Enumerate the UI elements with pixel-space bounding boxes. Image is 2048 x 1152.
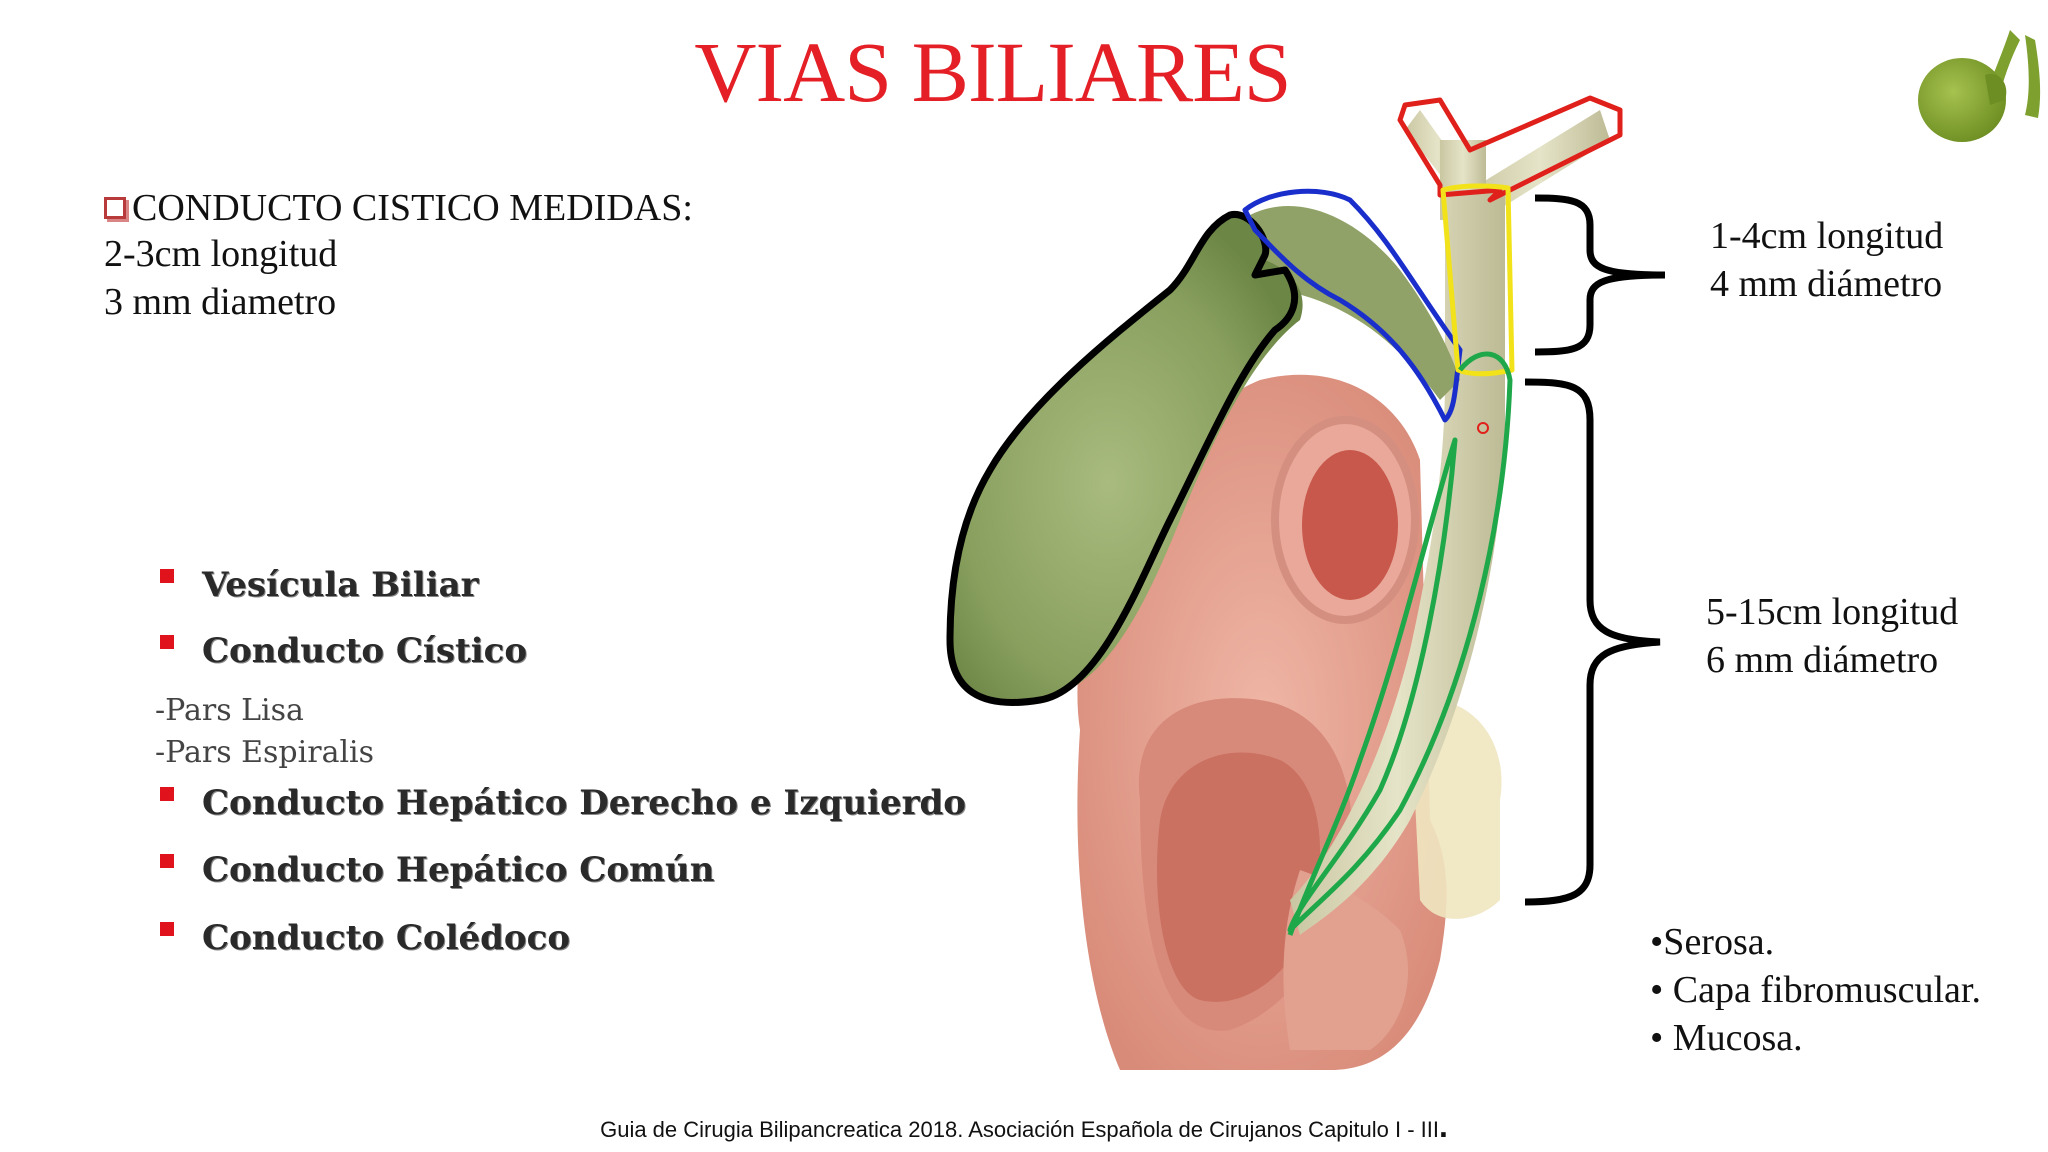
square-bullet-icon [160, 635, 174, 649]
duct-wall-layers: •Serosa. • Capa fibromuscular. • Mucosa. [1650, 918, 1981, 1062]
reference-end: . [1439, 1108, 1448, 1144]
list-item: Vesícula Biliar [160, 565, 479, 605]
layer-serosa: •Serosa. [1650, 921, 1775, 963]
reference-citation: Guia de Cirugia Bilipancreatica 2018. As… [0, 1108, 2048, 1145]
common-hepatic-length: 1-4cm longitud [1710, 215, 1944, 257]
common-hepatic-diameter: 4 mm diámetro [1710, 263, 1943, 305]
common-hepatic-outline [1440, 183, 1515, 377]
gallbladder-outline [946, 211, 1299, 706]
cystic-heading: CONDUCTO CISTICO MEDIDAS: [132, 187, 693, 229]
list-item: Conducto Hepático Derecho e Izquierdo [160, 783, 966, 823]
checkbox-bullet-icon [104, 197, 126, 219]
brace-common-hepatic [1534, 194, 1666, 356]
cystic-duct [1250, 206, 1460, 400]
common-bile-duct-outline [1287, 351, 1513, 936]
layer-fibromuscular: • Capa fibromuscular. [1650, 969, 1981, 1011]
square-bullet-icon [160, 787, 174, 801]
brace-common-bile-duct [1524, 378, 1661, 906]
cystic-duct-outline [1242, 188, 1463, 423]
reference-text: Guia de Cirugia Bilipancreatica 2018. As… [600, 1117, 1440, 1142]
duodenum [1077, 374, 1502, 1071]
cystic-part-espiralis: -Pars Espiralis [155, 735, 375, 770]
slide-title: VIAS BILIARES [694, 24, 1291, 120]
square-bullet-icon [160, 854, 174, 868]
square-bullet-icon [160, 922, 174, 936]
layer-mucosa: • Mucosa. [1650, 1017, 1803, 1059]
common-hepatic-measurements: 1-4cm longitud 4 mm diámetro [1710, 212, 1943, 308]
list-item: Conducto Cístico [160, 631, 527, 671]
cystic-duct-measurements: CONDUCTO CISTICO MEDIDAS: 2-3cm longitud… [104, 186, 693, 326]
common-bile-duct-length: 5-15cm longitud [1706, 591, 1959, 633]
cystic-diameter: 3 mm diametro [104, 281, 337, 323]
hepatic-ducts-outline [1397, 95, 1623, 203]
gallbladder [950, 214, 1303, 703]
cystic-part-lisa: -Pars Lisa [155, 693, 304, 728]
list-item: Conducto Colédoco [160, 918, 570, 958]
common-bile-duct-measurements: 5-15cm longitud 6 mm diámetro [1706, 588, 1958, 684]
gallbladder-icon [1918, 30, 2041, 142]
cystic-length: 2-3cm longitud [104, 233, 338, 275]
list-item: Conducto Hepático Común [160, 850, 714, 890]
common-bile-duct-diameter: 6 mm diámetro [1706, 639, 1939, 681]
ampulla-marker [1477, 422, 1489, 434]
square-bullet-icon [160, 569, 174, 583]
